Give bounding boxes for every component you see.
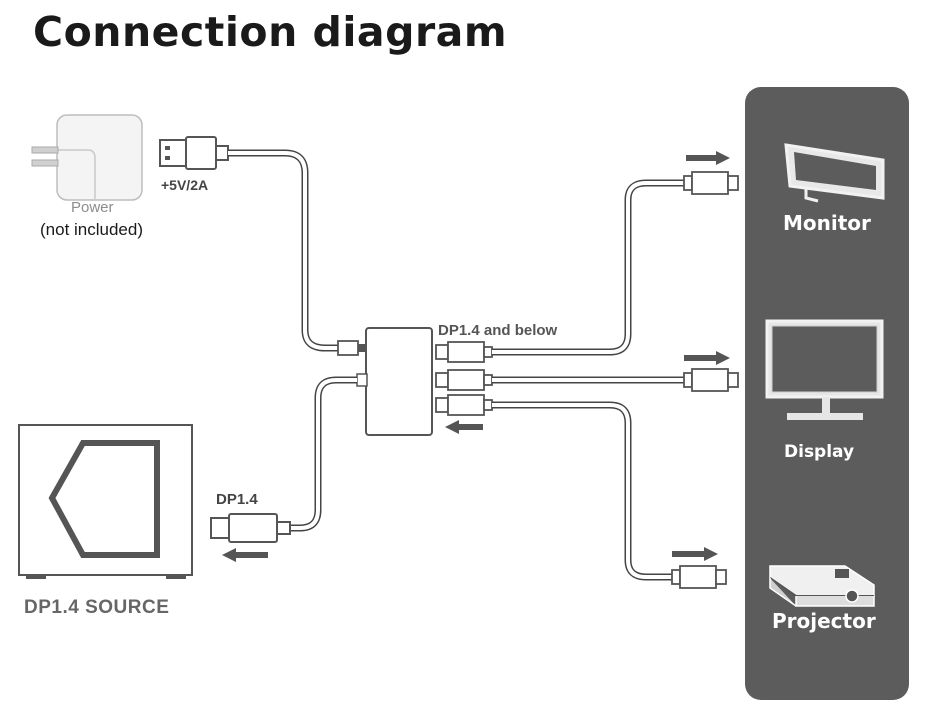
projector-icon xyxy=(769,565,875,607)
power-voltage-label: +5V/2A xyxy=(161,177,209,193)
monitor-label: Monitor xyxy=(783,211,871,235)
arrow-left-icon xyxy=(222,548,268,562)
display-icon xyxy=(765,319,884,420)
monitor-icon xyxy=(784,143,885,203)
arrow-left-icon xyxy=(445,420,483,434)
monitor-dp-plug-icon xyxy=(683,171,739,195)
display-label: Display xyxy=(784,442,855,462)
source-dp-plug-icon xyxy=(210,513,291,543)
display-dp-plug-icon xyxy=(683,368,739,392)
diagram-title: Connection diagram xyxy=(33,8,508,56)
power-cable xyxy=(228,149,338,352)
arrow-right-icon xyxy=(684,351,730,365)
hub-output-plug-icon xyxy=(435,341,493,363)
source-pc-icon xyxy=(18,424,193,579)
source-label: DP1.4 SOURCE xyxy=(24,597,170,618)
projector-dp-plug-icon xyxy=(671,565,727,589)
hub-output-plug-icon xyxy=(435,369,493,391)
hub-output-plug-icon xyxy=(435,394,493,416)
power-label: Power xyxy=(71,199,114,216)
source-cable-label: DP1.4 xyxy=(216,491,258,508)
source-cable xyxy=(290,376,357,532)
projector-cable xyxy=(492,401,672,581)
usb-plug-icon xyxy=(159,136,229,170)
arrow-right-icon xyxy=(686,151,730,165)
projector-label: Projector xyxy=(772,609,876,633)
arrow-right-icon xyxy=(672,547,718,561)
hub-device-icon xyxy=(356,327,433,436)
micro-usb-plug-icon xyxy=(337,340,366,356)
power-adapter-icon xyxy=(31,114,143,201)
power-note: (not included) xyxy=(40,220,144,239)
hub-outputs-label: DP1.4 and below xyxy=(438,322,558,339)
